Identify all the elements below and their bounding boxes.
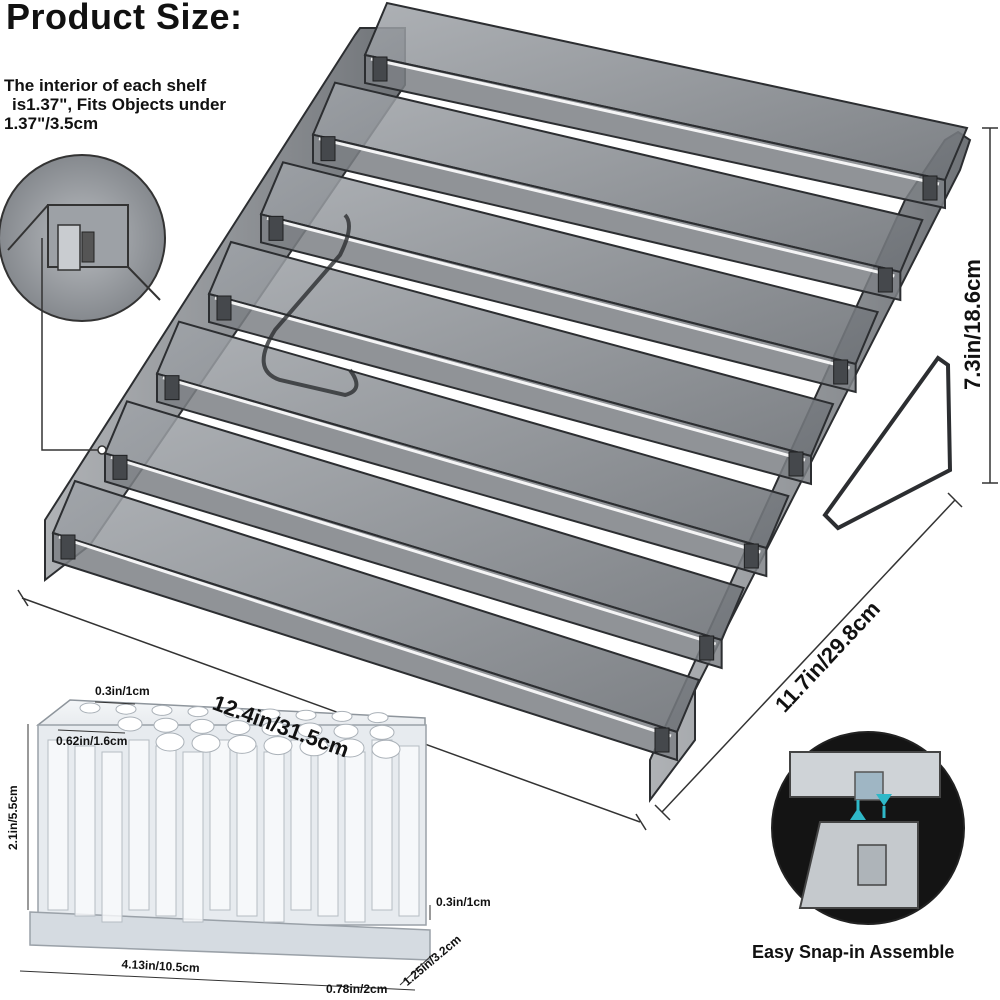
rack-shelf-clip	[60, 534, 76, 560]
holder-base-depth-label: 0.78in/2cm	[326, 982, 388, 996]
holder-hole	[191, 733, 221, 753]
note-line-1: The interior of each shelf	[4, 76, 207, 95]
rack-shelf-clip	[164, 375, 180, 401]
rack-shelf-highlight	[214, 296, 806, 462]
rack-shelf-clip	[922, 175, 938, 201]
rack-shelf-lip	[312, 133, 902, 302]
holder-hole	[369, 724, 395, 740]
holder-hole	[259, 708, 281, 720]
lipstick-holder	[29, 699, 431, 961]
holder-height-label: 2.1in/5.5cm	[6, 785, 20, 850]
shelf-zoom-bubble	[0, 154, 166, 322]
holder-tube	[74, 745, 96, 917]
rack-shelf-clip	[654, 727, 670, 753]
rack-shelf-highlight	[58, 535, 672, 738]
rack-shelf-clip	[877, 267, 893, 293]
holder-tube	[371, 739, 393, 911]
rack-shelf-highlight	[162, 376, 761, 554]
holder-small-hole-label: 0.3in/1cm	[95, 684, 150, 698]
rack-shelf-clip	[112, 454, 128, 480]
holder-hole	[227, 734, 257, 754]
rack-shelf-highlight	[318, 137, 895, 278]
holder-tube	[128, 739, 150, 911]
rack-shelf-lip	[104, 451, 723, 670]
holder-hole	[297, 722, 323, 738]
holder-hole	[153, 717, 179, 733]
rack-shelf-clip	[699, 635, 715, 661]
rack-shelf-clip	[743, 543, 759, 569]
holder-hole	[155, 732, 185, 752]
holder-holes	[79, 702, 401, 759]
rack-shelf-clip	[788, 451, 804, 477]
rack-left-cutout	[261, 213, 359, 398]
holder-tube	[290, 739, 312, 911]
holder-tube	[263, 751, 285, 923]
holder-hole	[331, 710, 353, 722]
holder-large-hole-label: 0.62in/1.6cm	[56, 734, 128, 748]
shelf-interior-note: The interior of each shelf is1.37", Fits…	[4, 76, 304, 133]
rack-shelf-lip	[52, 531, 678, 762]
rack-shelf-clip	[372, 56, 388, 82]
height-label: 7.3in/18.6cm	[960, 259, 985, 390]
rack-shelf-lip	[208, 292, 812, 486]
note-line-3: 1.37"/3.5cm	[4, 114, 99, 133]
holder-hole	[225, 720, 251, 736]
holder-hole	[333, 723, 359, 739]
rack-shelf-highlight	[370, 57, 940, 186]
holder-hole	[223, 707, 245, 719]
height-dimension-line	[982, 127, 998, 484]
holder-hole	[295, 709, 317, 721]
rack-shelf-highlight	[266, 216, 851, 370]
holder-hole	[261, 721, 287, 737]
holder-tube	[317, 745, 339, 917]
holder-hole	[299, 737, 329, 757]
assembly-caption: Easy Snap-in Assemble	[752, 942, 955, 962]
note-line-2: is1.37", Fits Objects under	[12, 95, 227, 114]
holder-base-label: 0.3in/1cm	[436, 895, 491, 909]
holder-hole	[115, 703, 137, 715]
holder-hole	[187, 706, 209, 718]
rack-shelf-lip	[364, 53, 946, 210]
rack-shelf-clip	[216, 295, 232, 321]
holder-hole	[335, 738, 365, 758]
holder-tube	[182, 751, 204, 923]
snap-in-inset	[771, 731, 965, 925]
rack-shelf-clip	[833, 359, 849, 385]
holder-hole	[79, 702, 101, 714]
holder-tubes	[47, 739, 420, 923]
holder-hole	[117, 716, 143, 732]
holder-hole	[263, 736, 293, 756]
holder-hole	[189, 718, 215, 734]
holder-tube	[398, 745, 420, 917]
callout-connector	[41, 238, 100, 451]
holder-tube	[101, 751, 123, 923]
rack-shelf-clip	[268, 215, 284, 241]
holder-tube	[344, 751, 366, 923]
depth-dimension-line	[654, 492, 963, 821]
holder-dimension-lines	[19, 701, 433, 991]
holder-hole	[367, 712, 389, 724]
width-dimension-line	[17, 589, 647, 831]
holder-tube	[47, 739, 69, 911]
holder-tube	[155, 745, 177, 917]
holder-tube	[236, 745, 258, 917]
holder-tube	[209, 739, 231, 911]
rack-shelf-highlight	[110, 455, 717, 646]
rack-right-cutout	[822, 355, 953, 531]
holder-hole	[151, 704, 173, 716]
holder-hole	[371, 739, 401, 759]
rack-shelf-clip	[320, 136, 336, 162]
rack-shelf-lip	[260, 213, 857, 394]
page-title: Product Size:	[6, 0, 243, 37]
rack-shelves	[51, 1, 969, 762]
rack-shelf-lip	[156, 372, 768, 578]
